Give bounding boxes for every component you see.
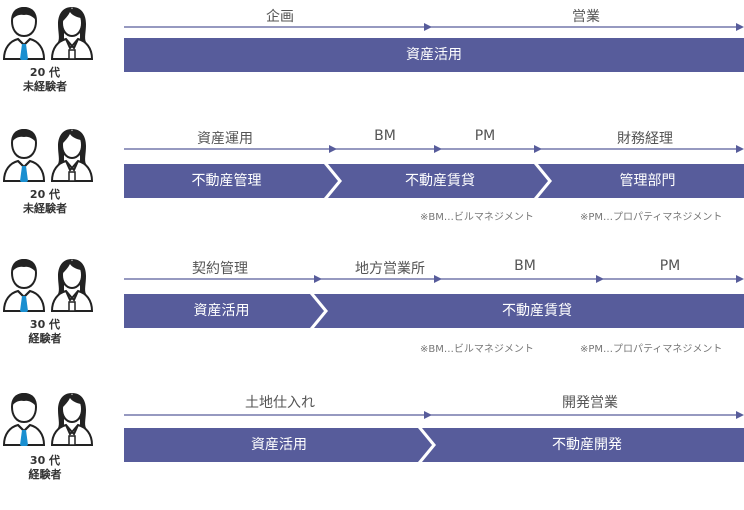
persona-experience: 未経験者	[23, 80, 67, 93]
persona-experience: 未経験者	[23, 202, 67, 215]
career-path-row-3: 30 代 経験者 契約管理 地方営業所 BM PM 資産活用 不動産賃貸 ※BM…	[0, 256, 744, 376]
bar-label: 不動産管理	[191, 173, 262, 189]
bar-label: 資産活用	[193, 303, 250, 319]
abbreviation-note: ※PM…プロパティマネジメント	[580, 212, 723, 223]
bar-label: 不動産開発	[552, 437, 622, 453]
persona-age: 30 代	[29, 318, 61, 331]
bar-label: 資産活用	[251, 437, 307, 453]
abbreviation-note: ※BM…ビルマネジメント	[420, 344, 534, 355]
persona-age: 20 代	[29, 188, 61, 201]
flow-arrow-line	[124, 275, 744, 283]
male-person-icon	[2, 4, 46, 60]
step-label: 地方営業所	[355, 261, 425, 277]
persona: 20 代 未経験者	[0, 4, 90, 94]
career-path-row-2: 20 代 未経験者 資産運用 BM PM 財務経理 不動産管理 不動産賃貸 管理…	[0, 126, 744, 246]
step-label: PM	[474, 128, 496, 144]
female-person-icon	[50, 256, 94, 312]
flow-arrow-line	[124, 145, 744, 153]
career-path-row-4: 30 代 経験者 土地仕入れ 開発営業 資産活用 不動産開発	[0, 390, 744, 510]
step-label: BM	[514, 258, 536, 274]
persona-age: 20 代	[29, 66, 61, 79]
step-label: 開発営業	[562, 395, 618, 411]
abbreviation-note: ※PM…プロパティマネジメント	[580, 344, 723, 355]
step-label: 営業	[572, 9, 600, 25]
stage-bar	[124, 294, 744, 328]
stage-bar	[124, 428, 744, 462]
step-label: 企画	[266, 9, 294, 25]
step-label: 土地仕入れ	[245, 395, 315, 411]
female-person-icon	[50, 126, 94, 182]
flow-arrow-line	[124, 23, 744, 31]
persona: 30 代 経験者	[0, 256, 90, 346]
persona-age: 30 代	[29, 454, 61, 467]
persona: 30 代 経験者	[0, 390, 90, 481]
female-person-icon	[50, 4, 94, 60]
bar-label: 管理部門	[619, 173, 676, 189]
male-person-icon	[2, 126, 46, 182]
persona-experience: 経験者	[28, 332, 62, 345]
stage-bar	[124, 164, 744, 198]
flow-arrow-line	[124, 411, 744, 419]
female-person-icon	[50, 390, 94, 446]
male-person-icon	[2, 256, 46, 312]
bar-label: 資産活用	[406, 47, 462, 63]
step-label: BM	[374, 128, 396, 144]
persona: 20 代 未経験者	[0, 126, 90, 216]
bar-label: 不動産賃貸	[405, 173, 475, 189]
step-label: PM	[659, 258, 681, 274]
bar-label: 不動産賃貸	[502, 303, 572, 319]
step-label: 契約管理	[192, 261, 248, 277]
step-label: 資産運用	[197, 131, 253, 147]
abbreviation-note: ※BM…ビルマネジメント	[420, 212, 534, 223]
male-person-icon	[2, 390, 46, 446]
persona-experience: 経験者	[28, 468, 62, 481]
step-label: 財務経理	[617, 131, 673, 147]
career-path-row-1: 20 代 未経験者 企画 営業 資産活用	[0, 4, 744, 124]
stage-bar	[124, 38, 744, 72]
